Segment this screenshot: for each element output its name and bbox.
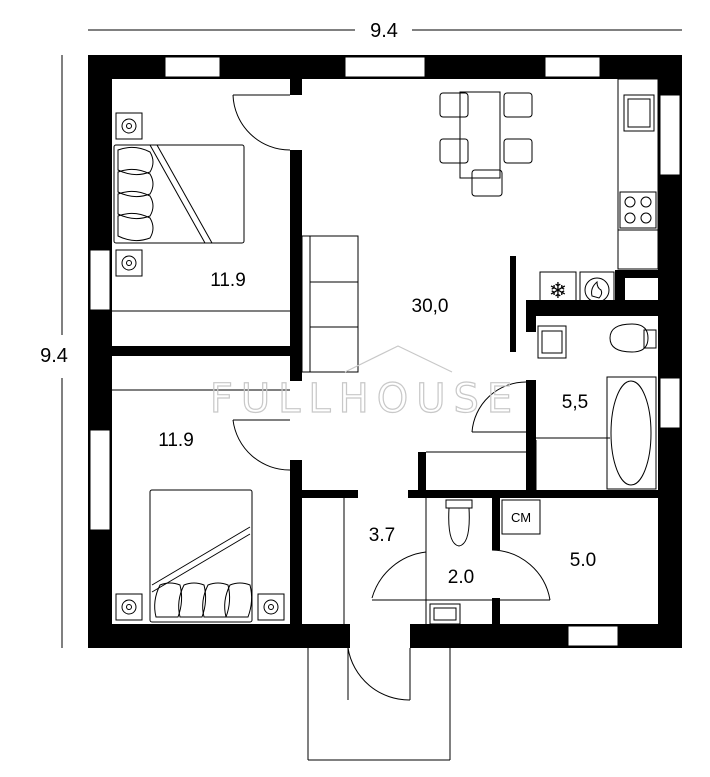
dining-table: [439, 91, 533, 197]
room-area-living-kitchen: 30,0: [412, 296, 449, 317]
height-dimension-label: 9.4: [40, 345, 68, 367]
washing-machine-label: СМ: [511, 510, 531, 525]
interior-walls: [112, 79, 658, 624]
nightstand-top-2: [115, 249, 143, 277]
room-area-bedroom-top: 11.9: [210, 270, 246, 291]
pillows-icon: [154, 582, 253, 618]
room-area-bathroom: 5,5: [562, 392, 588, 413]
kitchen-partition: [510, 256, 516, 352]
washing-machine-icon: СМ: [501, 499, 541, 535]
porch: [307, 648, 451, 761]
kitchen-counter: [617, 78, 659, 270]
entrance-door: [347, 647, 411, 701]
bed-top: [113, 144, 245, 244]
door-bedroom-top: [232, 94, 291, 151]
washbasin-icon: [537, 325, 567, 359]
room-area-bedroom-bottom: 11.9: [158, 430, 194, 451]
room-area-hall: 3.7: [369, 525, 395, 546]
stove-icon: [619, 191, 657, 229]
room-area-utility: 5.0: [570, 550, 596, 571]
windows: [89, 56, 681, 647]
nightstand-bottom-2: [257, 593, 285, 621]
fridge-icon: ❄: [539, 271, 577, 309]
sink-icon: [623, 94, 655, 132]
bath-toilet-icon: [609, 323, 657, 353]
pillows-icon: [117, 146, 154, 242]
watermark-text: FULLHOUSE: [210, 376, 520, 422]
sofa: [301, 235, 359, 373]
room-area-toilet: 2.0: [448, 567, 474, 588]
door-bedroom-bottom: [232, 419, 291, 471]
watermark: FULLHOUSE: [209, 345, 520, 423]
nightstand-top-1: [115, 112, 143, 140]
height-dimension: 9.4: [40, 55, 68, 648]
small-sink-icon: [429, 603, 461, 625]
width-dimension-label: 9.4: [370, 20, 398, 42]
door-toilet-utility: [371, 549, 551, 601]
toilet-icon: [445, 499, 473, 547]
door-bathroom: [471, 381, 527, 433]
bed-bottom: [149, 489, 253, 623]
width-dimension: 9.4: [88, 20, 682, 42]
svg-text:❄: ❄: [549, 279, 567, 304]
bathtub-icon: [606, 376, 657, 490]
nightstand-bottom-1: [115, 593, 143, 621]
boiler-icon: [579, 271, 615, 309]
